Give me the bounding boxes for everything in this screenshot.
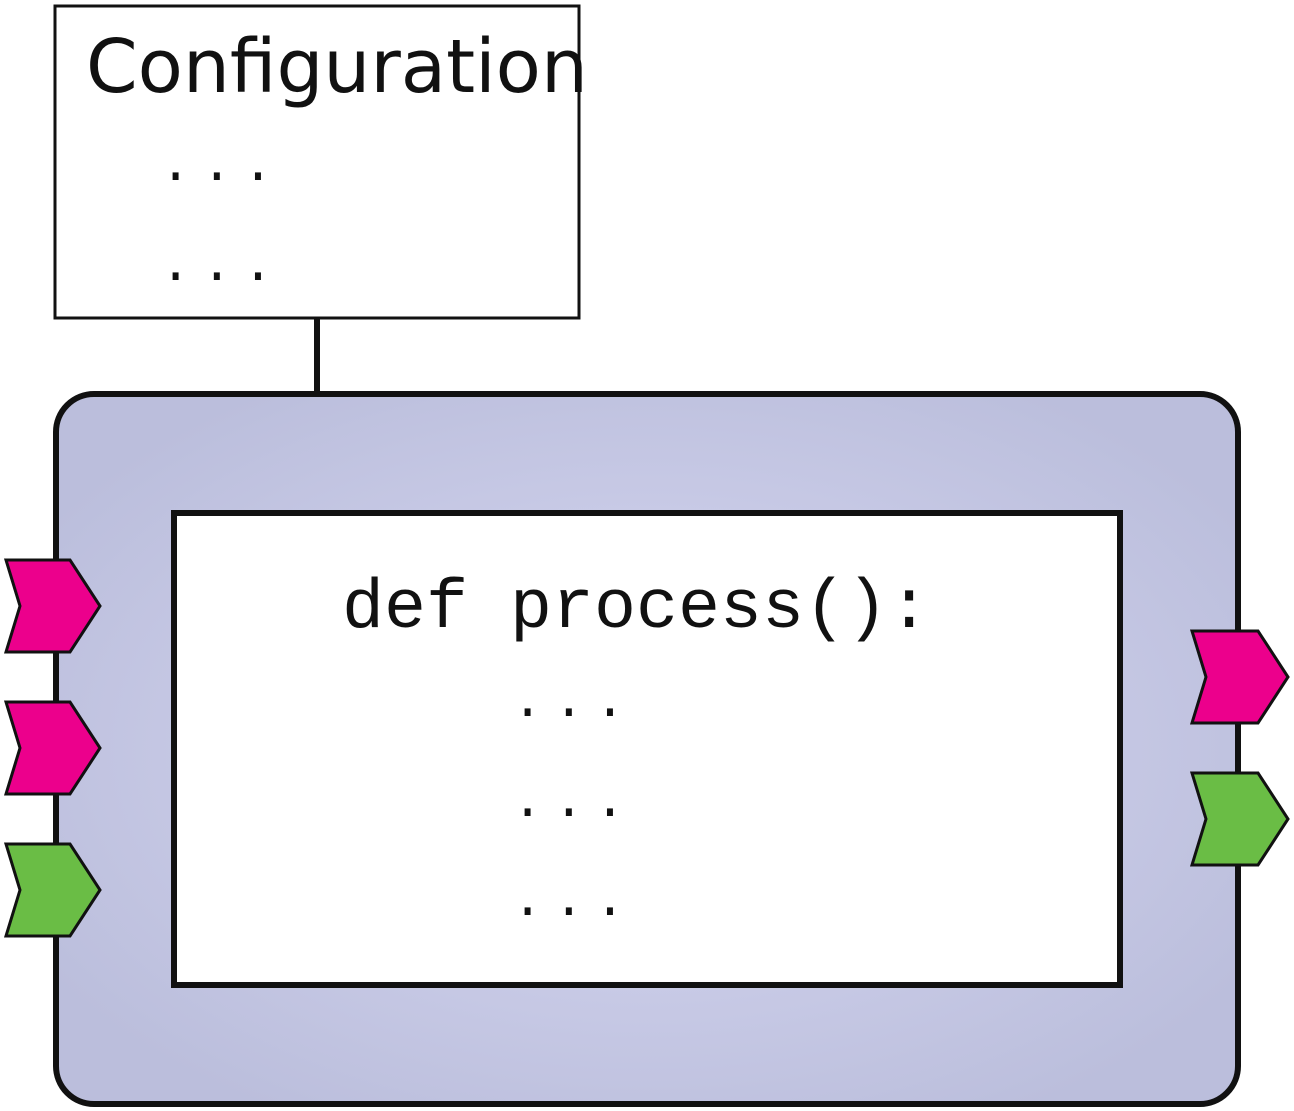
code-line-2: ... <box>512 773 636 832</box>
code-line-1: ... <box>512 673 636 732</box>
code-header: def process(): <box>342 570 930 649</box>
configuration-box: Configuration ... ... <box>53 4 588 320</box>
configuration-line-1: ... <box>160 137 284 196</box>
configuration-title: Configuration <box>86 24 588 110</box>
input-port-3[interactable] <box>3 842 102 938</box>
output-port-2[interactable] <box>1189 771 1290 867</box>
input-port-1[interactable] <box>3 558 102 654</box>
output-ports <box>1189 629 1290 867</box>
code-panel: def process(): ... ... ... <box>171 510 1123 988</box>
output-port-1[interactable] <box>1189 629 1290 725</box>
code-line-3: ... <box>512 872 636 931</box>
configuration-line-2: ... <box>160 237 284 296</box>
input-port-2[interactable] <box>3 700 102 796</box>
input-ports <box>3 558 102 938</box>
